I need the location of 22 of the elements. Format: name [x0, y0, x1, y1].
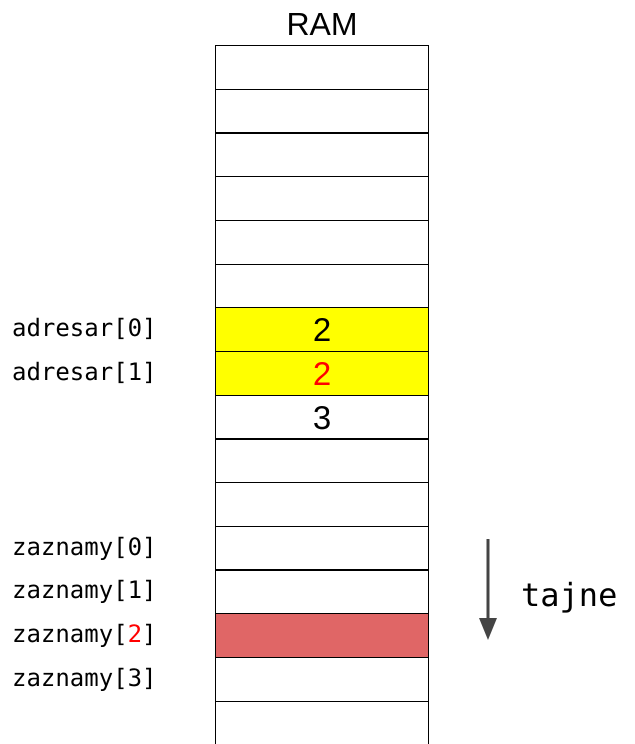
direction-label: tajne — [521, 577, 618, 613]
memory-cell — [215, 482, 429, 527]
memory-cell — [215, 132, 429, 178]
variable-label: zaznamy[3] — [12, 662, 156, 693]
memory-cell — [215, 176, 429, 222]
memory-cell: 2 — [215, 307, 429, 352]
variable-label: adresar[0] — [12, 313, 156, 344]
variable-label: zaznamy[2] — [12, 619, 156, 650]
memory-cell — [215, 220, 429, 265]
memory-cell — [215, 438, 429, 484]
memory-cell — [215, 613, 429, 658]
memory-cell — [215, 45, 429, 90]
variable-label: zaznamy[0] — [12, 532, 156, 562]
memory-cell — [215, 88, 429, 134]
memory-cell: 3 — [215, 394, 429, 440]
memory-cell: 2 — [215, 350, 429, 396]
variable-label: adresar[1] — [12, 356, 156, 387]
column-heading: RAM — [285, 5, 359, 44]
variable-label: zaznamy[1] — [12, 575, 156, 606]
memory-cell — [215, 656, 429, 702]
memory-cell — [215, 526, 429, 571]
memory-cell — [215, 700, 429, 744]
